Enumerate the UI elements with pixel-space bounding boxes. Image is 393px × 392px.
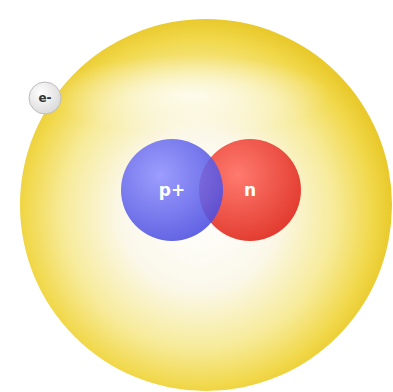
- electron-particle: e-: [28, 81, 62, 115]
- particle-circle: [29, 82, 61, 114]
- cloud-sphere: [20, 19, 392, 391]
- particle-circle: [199, 139, 301, 241]
- particle-label: p+: [120, 180, 224, 200]
- particle-circle: [121, 139, 223, 241]
- proton-particle: p+: [120, 138, 224, 242]
- particle-label: e-: [28, 91, 62, 105]
- cloud-highlight: [50, 55, 330, 135]
